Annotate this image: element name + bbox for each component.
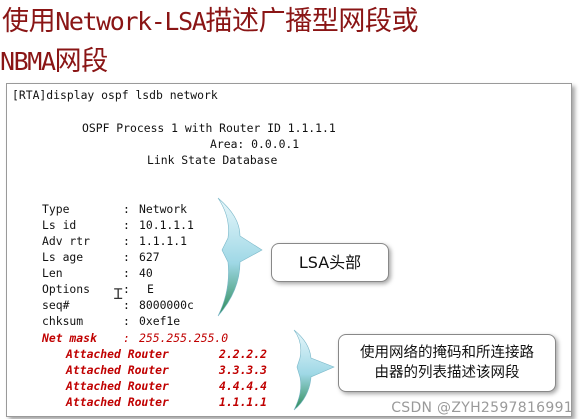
title-text-mono: NBMA [0,47,56,76]
title-line-1: 使用Network-LSA描述广播型网段或 [2,2,419,41]
attached-router-value: 1.1.1.1 [219,395,268,409]
field-value: 0xef1e [139,314,181,328]
attached-router-value: 3.3.3.3 [219,363,268,377]
title-text: 使用 [2,6,56,37]
field-separator: : [123,234,130,248]
field-label: Type [42,202,70,216]
arrow-to-header-icon [217,197,263,317]
title-text: 描述广播型网段或 [205,6,419,37]
title-text-mono: Network-LSA [55,7,207,36]
attached-router-value: 2.2.2.2 [219,347,268,361]
database-line: Link State Database [147,153,278,167]
lsa-body-callout: 使用网络的掩码和所连接路 由器的列表描述该网段 [338,334,556,392]
title-line-2: NBMA网段 [0,42,108,81]
net-mask-value: 255.255.255.0 [139,331,229,345]
field-separator: : [123,250,130,264]
title-text: 网段 [54,46,109,77]
console-prompt: [RTA]display ospf lsdb network [12,88,218,102]
field-label: chksum [42,314,84,328]
callout-header-text: LSA头部 [298,253,362,272]
field-value: 8000000c [139,298,194,312]
field-separator: : [123,218,130,232]
field-value: 627 [139,250,160,264]
field-label: Ls age [42,250,84,264]
area-line: Area: 0.0.0.1 [210,137,300,151]
field-value: 10.1.1.1 [139,218,194,232]
arrow-to-body-icon [293,329,335,411]
attached-router-value: 4.4.4.4 [219,379,268,393]
field-separator: : [123,314,130,328]
field-label: Adv rtr [42,234,91,248]
field-value: E [147,282,154,296]
field-separator: : [123,298,130,312]
field-label: seq# [42,298,70,312]
attached-router-label: Attached Router [66,379,169,393]
field-label: Len [42,266,63,280]
net-mask-sep: : [123,331,130,345]
watermark: CSDN @ZYH2597816991 [391,400,573,416]
field-label: Options [42,282,91,296]
callout-body-line-2: 由器的列表描述该网段 [374,365,520,381]
field-value: 40 [139,266,153,280]
net-mask-label: Net mask [42,331,97,345]
field-value: 1.1.1.1 [139,234,188,248]
attached-router-label: Attached Router [66,363,169,377]
callout-body-line-1: 使用网络的掩码和所连接路 [360,345,534,361]
field-separator: : [123,282,130,296]
field-separator: : [123,266,130,280]
attached-router-label: Attached Router [66,395,169,409]
field-separator: : [123,202,130,216]
text-cursor-icon: Ɪ [114,285,123,303]
process-line: OSPF Process 1 with Router ID 1.1.1.1 [82,121,336,135]
attached-router-label: Attached Router [66,347,169,361]
field-value: Network [139,202,188,216]
lsa-header-callout: LSA头部 [271,243,389,282]
field-label: Ls id [42,218,77,232]
